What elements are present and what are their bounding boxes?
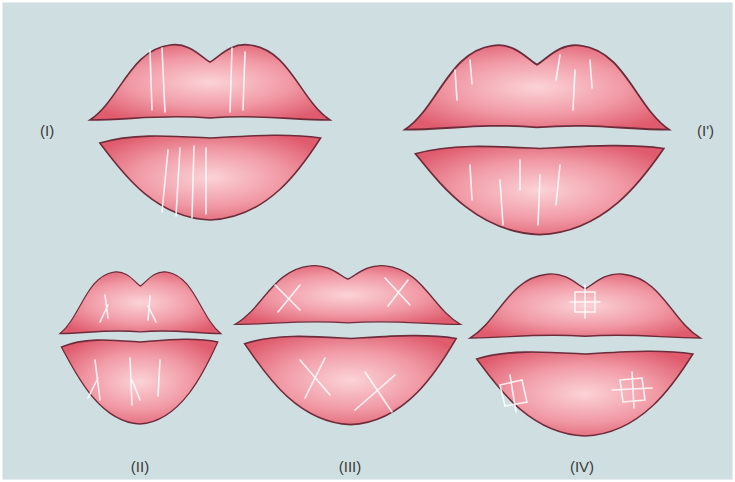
pattern-label: (III) [339,458,362,475]
pattern-label: (IV) [570,458,594,475]
pattern-label: (I') [697,122,714,139]
pattern-label: (I) [40,122,54,139]
pattern-label: (II) [131,458,149,475]
